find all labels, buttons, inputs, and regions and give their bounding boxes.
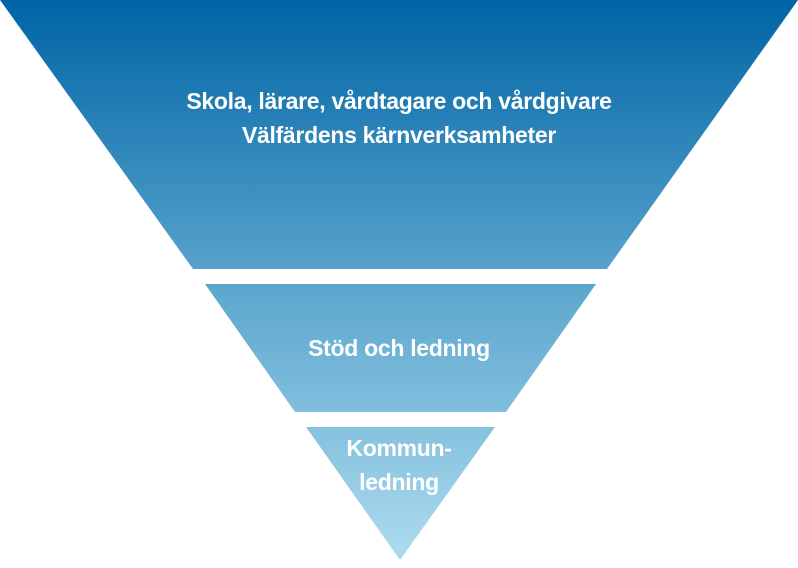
level-bottom-line-2: ledning (359, 469, 439, 495)
funnel-level-top (0, 0, 798, 269)
level-bottom-line-1: Kommun- (346, 435, 452, 461)
level-top-label: Skola, lärare, vårdtagare och vårdgivare… (0, 84, 798, 152)
level-top-line-1: Skola, lärare, vårdtagare och vårdgivare (186, 88, 612, 114)
level-bottom-label: Kommun- ledning (0, 431, 798, 499)
funnel-level-bottom (306, 427, 495, 560)
level-middle-line-1: Stöd och ledning (308, 335, 490, 361)
level-top-line-2: Välfärdens kärnverksamheter (241, 122, 557, 148)
level-middle-label: Stöd och ledning (0, 331, 798, 365)
funnel-level-middle (205, 284, 596, 412)
